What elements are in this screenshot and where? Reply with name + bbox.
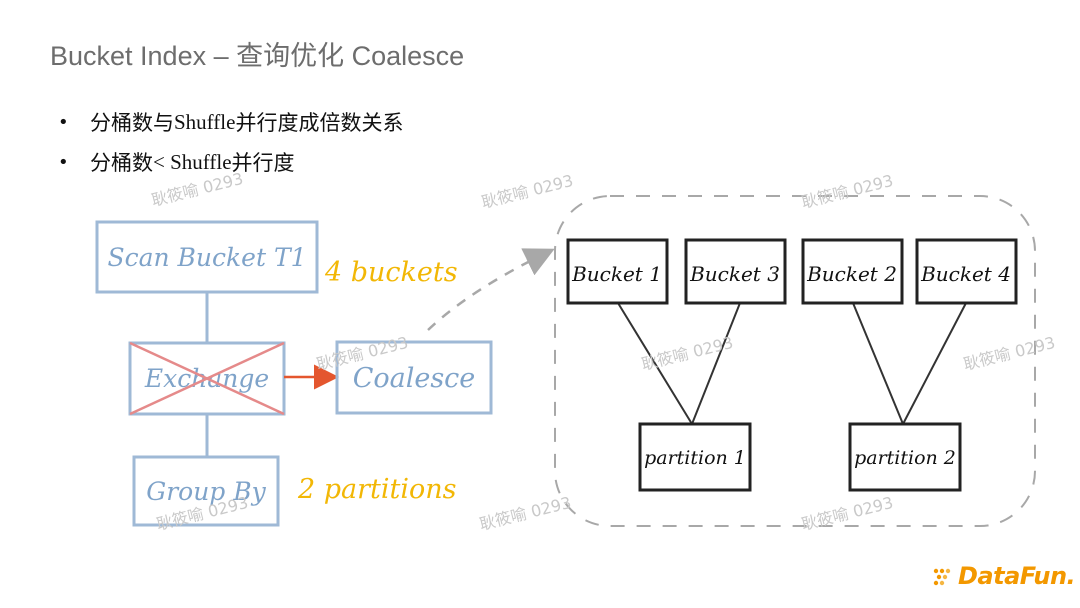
datafun-logo: DataFun. — [932, 562, 1076, 590]
bullet-dot: • — [58, 111, 69, 133]
bullet-item: • 分桶数与 Shuffle 并行度成倍数关系 — [58, 102, 403, 142]
logo-dots-icon — [933, 568, 951, 586]
bullet-item: • 分桶数 < Shuffle 并行度 — [58, 142, 403, 182]
partitions-note: 2 partitions — [297, 474, 457, 505]
buckets-note: 4 buckets — [324, 257, 458, 288]
edge-line — [617, 302, 693, 425]
exchange-node: Exchange — [128, 341, 286, 416]
bucket-node: Bucket 4 — [915, 238, 1018, 305]
group-by-node: Group By — [132, 455, 280, 527]
bullet-dot: • — [58, 151, 69, 173]
scan-bucket-label: Scan Bucket T1 — [107, 243, 306, 272]
group-by-label: Group By — [146, 477, 266, 506]
bucket-label: Bucket 1 — [571, 262, 662, 286]
cross-line — [129, 341, 285, 416]
edge-line — [691, 302, 741, 425]
logo-text: DataFun. — [958, 562, 1076, 590]
bucket-node: Bucket 3 — [684, 238, 787, 305]
bullet-text-post: 并行度成倍数关系 — [235, 111, 404, 135]
edge-line — [852, 302, 904, 425]
bucket-node: Bucket 1 — [566, 238, 669, 305]
bullet-text-serif: < Shuffle — [153, 149, 232, 174]
detail-boundary — [554, 195, 1036, 527]
bucket-node: Bucket 2 — [801, 238, 904, 305]
bullet-text-post: 并行度 — [231, 151, 295, 175]
coalesce-node: Coalesce — [335, 340, 493, 415]
partition-node: partition 1 — [638, 422, 752, 492]
partition-label: partition 1 — [644, 447, 746, 469]
edge-line — [902, 302, 967, 425]
slide-title: Bucket Index – 查询优化 Coalesce — [50, 41, 465, 71]
scan-bucket-node: Scan Bucket T1 — [95, 220, 319, 294]
bucket-label: Bucket 4 — [920, 262, 1011, 286]
bullet-text-pre: 分桶数 — [90, 151, 153, 175]
bullet-text-pre: 分桶数与 — [90, 111, 174, 135]
bucket-label: Bucket 3 — [689, 262, 780, 286]
coalesce-label: Coalesce — [353, 363, 476, 394]
bullet-text-serif: Shuffle — [174, 109, 236, 134]
partition-label: partition 2 — [854, 447, 956, 469]
expand-arrow — [427, 248, 555, 331]
partition-node: partition 2 — [848, 422, 962, 492]
bucket-label: Bucket 2 — [806, 262, 897, 286]
bullet-list: • 分桶数与 Shuffle 并行度成倍数关系 • 分桶数 < Shuffle … — [58, 102, 403, 182]
